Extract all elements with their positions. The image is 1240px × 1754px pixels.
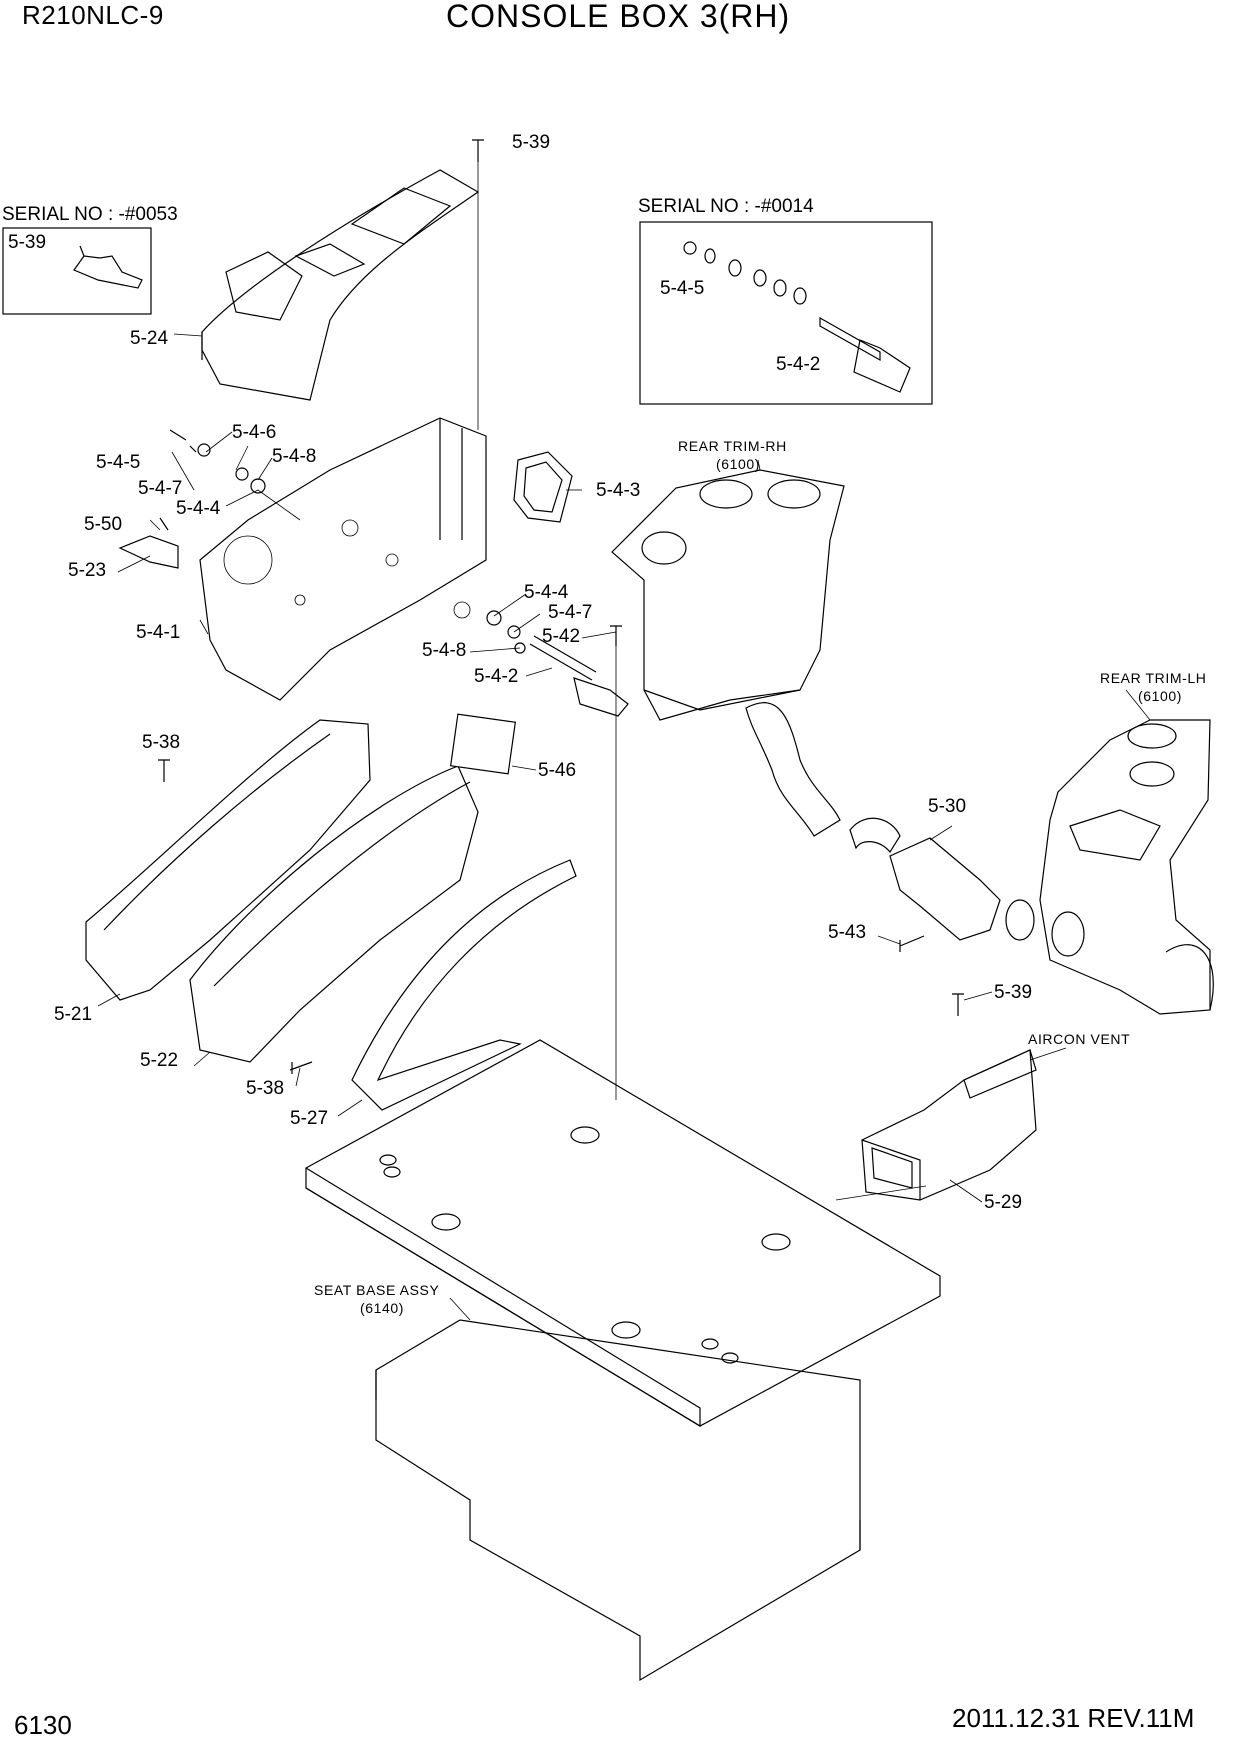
serial-note-right: SERIAL NO : -#0014 (638, 196, 933, 405)
part-callout: 5-38 (142, 732, 180, 753)
page-title: CONSOLE BOX 3(RH) (446, 0, 791, 34)
rear-trim-rh (611, 469, 845, 721)
page-number: 6130 (14, 1710, 72, 1740)
part-callout: 5-29 (984, 1192, 1022, 1213)
seat-base-name: SEAT BASE ASSY (314, 1282, 439, 1298)
part-callout: 5-4-1 (136, 622, 180, 643)
revision-date: 2011.12.31 REV.11M (952, 1703, 1195, 1733)
aircon-vent-part (861, 1049, 1037, 1201)
part-callout: 5-4-7 (138, 478, 182, 499)
part-callout: 5-4-8 (272, 446, 316, 467)
part-callout: 5-21 (54, 1004, 92, 1025)
fastener-parts (118, 139, 964, 1074)
part-callout: 5-4-3 (596, 480, 640, 501)
pin-assembly-icon (683, 241, 911, 393)
part-callout: 5-4-4 (176, 498, 221, 519)
seat-base-plate (305, 1039, 941, 1428)
part-callout: 5-23 (68, 560, 106, 581)
seat-base-frame (375, 1319, 861, 1682)
side-trim-strip (351, 859, 577, 1111)
part-callout: 5-43 (828, 922, 866, 943)
leader-lines (97, 160, 1151, 1321)
serial-note-left: SERIAL NO : -#0053 (2, 204, 178, 315)
part-callout: 5-22 (140, 1050, 178, 1071)
grommet-part (513, 451, 573, 523)
rear-trim-lh-name: REAR TRIM-LH (1100, 670, 1207, 686)
part-callout: 5-30 (928, 796, 966, 817)
part-callout: 5-24 (130, 328, 168, 349)
label-sticker-part (449, 713, 517, 775)
rear-trim-rh-name: REAR TRIM-RH (678, 438, 787, 454)
part-callout: 5-39 (8, 232, 46, 253)
part-callout: 5-4-2 (776, 354, 820, 375)
part-callout: 5-39 (512, 132, 550, 153)
side-cover-left (85, 719, 371, 1001)
part-callout: 5-4-5 (96, 452, 140, 473)
rear-trim-rh-ref: (6100) (716, 456, 760, 472)
main-bracket-frame (199, 417, 487, 701)
part-callout: 5-50 (84, 514, 122, 535)
part-callout: 5-4-5 (660, 278, 704, 299)
serial-note-left-text: SERIAL NO : -#0053 (2, 204, 178, 225)
part-callout: 5-4-7 (548, 602, 592, 623)
aircon-vent-name: AIRCON VENT (1028, 1031, 1130, 1047)
part-callout: 5-39 (994, 982, 1032, 1003)
rear-trim-lh (1039, 719, 1214, 1015)
model-name: R210NLC-9 (22, 0, 164, 30)
part-callout: 5-4-2 (474, 666, 518, 687)
pin-bolt-part (529, 635, 629, 717)
side-cover-right (189, 713, 517, 1063)
reference-labels: REAR TRIM-RH (6100) REAR TRIM-LH (6100) … (314, 438, 1207, 1316)
part-callout: 5-27 (290, 1108, 328, 1129)
part-callout: 5-38 (246, 1078, 284, 1099)
serial-note-left-box (2, 227, 152, 315)
rear-trim-lh-ref: (6100) (1138, 688, 1182, 704)
air-duct-part (745, 702, 1085, 957)
serial-note-right-box (639, 221, 933, 405)
seat-base-ref: (6140) (360, 1300, 404, 1316)
console-cover (201, 169, 480, 401)
part-callouts: 5-39 5-39 5-24 5-4-5 5-4-2 5-4-6 5-4-5 5… (8, 132, 1032, 1213)
part-callout: 5-4-6 (232, 422, 276, 443)
part-callout: 5-42 (542, 626, 580, 647)
part-callout: 5-4-4 (524, 582, 569, 603)
serial-note-right-text: SERIAL NO : -#0014 (638, 196, 814, 217)
bracket-icon (73, 245, 143, 289)
part-callout: 5-4-8 (422, 640, 466, 661)
part-callout: 5-46 (538, 760, 576, 781)
